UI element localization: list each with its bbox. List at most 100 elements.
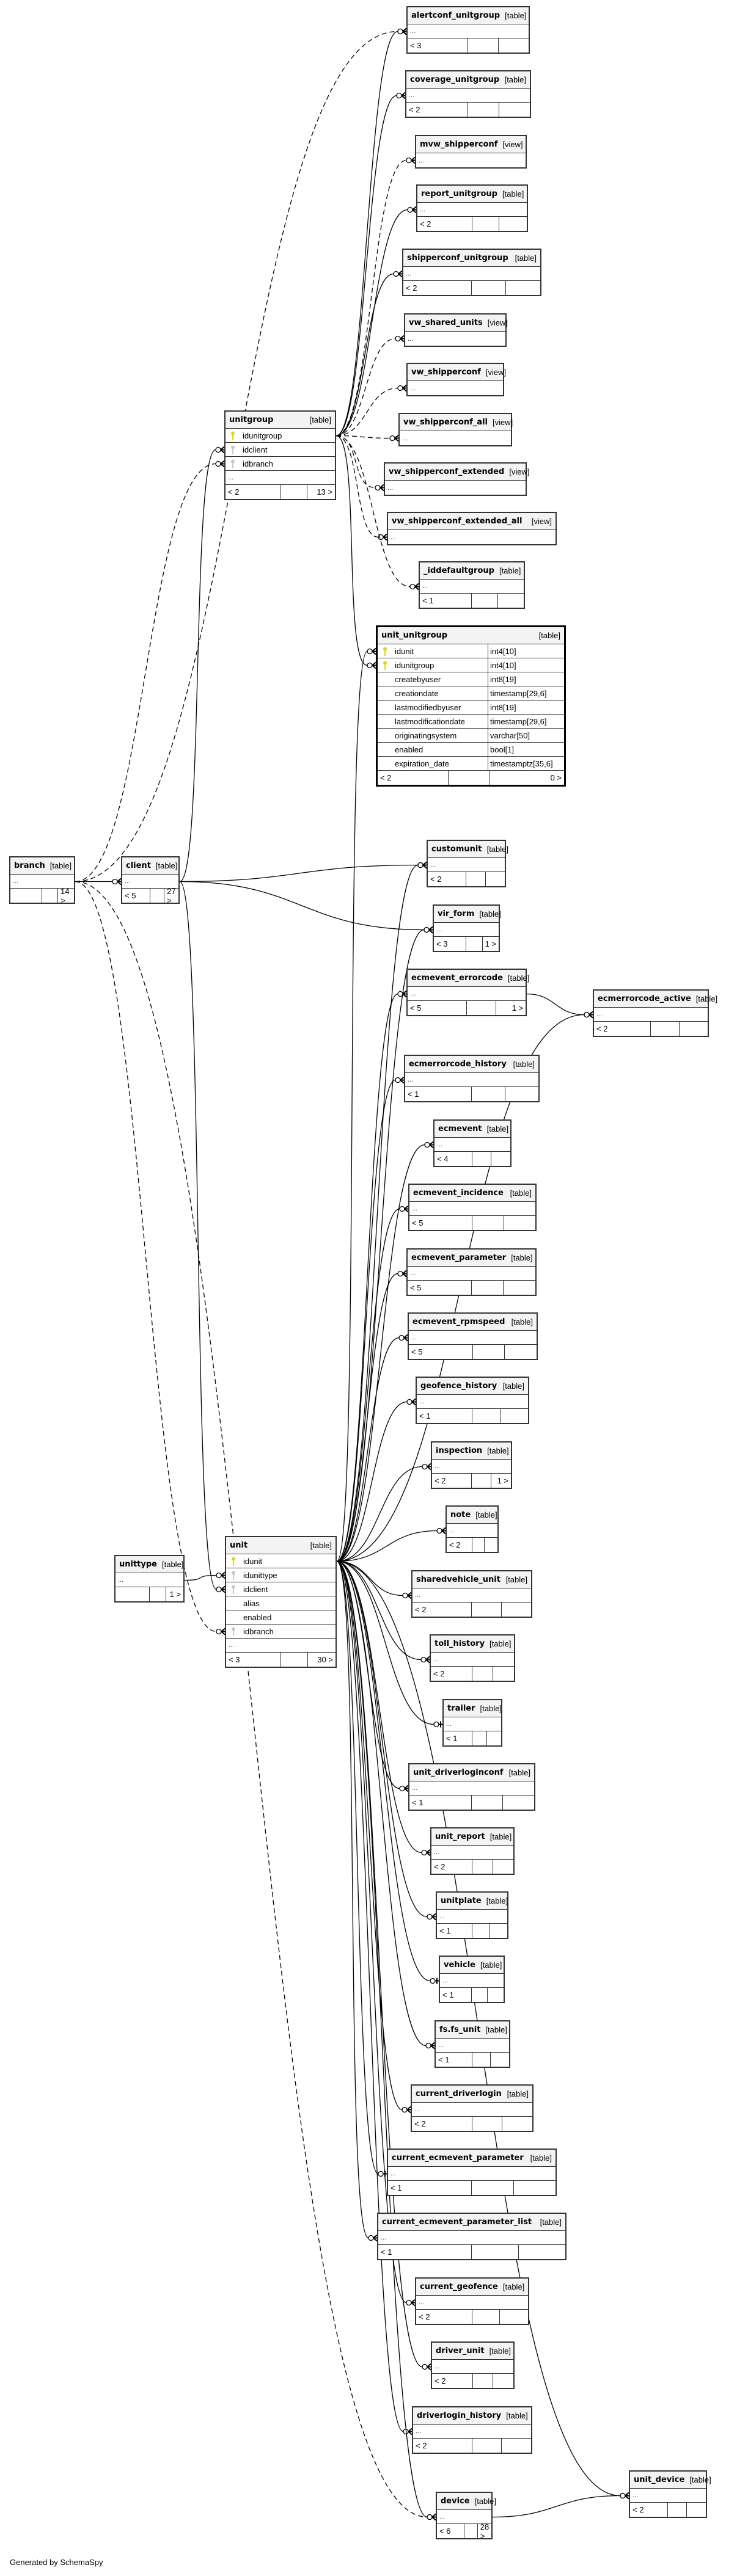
table-name[interactable]: report_unitgroup — [421, 189, 497, 198]
parents-count[interactable]: < 2 — [594, 1022, 651, 1036]
parents-count[interactable]: < 2 — [428, 872, 466, 886]
children-count[interactable]: 1 > — [497, 1476, 508, 1485]
table-header[interactable]: vehicle[table] — [440, 1957, 504, 1974]
table-ecmevent[interactable]: ecmevent[table]...< 4 — [433, 1119, 512, 1167]
children-count[interactable] — [680, 1022, 708, 1036]
children-count[interactable] — [514, 2181, 556, 2195]
table-current-ecmevent-parameter-list[interactable]: current_ecmevent_parameter_list[table]..… — [377, 2213, 566, 2260]
table-report-unitgroup[interactable]: report_unitgroup[table]...< 2 — [416, 184, 528, 232]
children-count[interactable] — [505, 1345, 537, 1359]
parents-count[interactable]: < 2 — [432, 1474, 472, 1488]
table-name[interactable]: vw_shipperconf — [411, 368, 481, 377]
table-header[interactable]: vw_shipperconf[view] — [408, 364, 506, 381]
table-unit-device[interactable]: unit_device[table]...< 2 — [629, 2470, 711, 2518]
table-header[interactable]: _iddefaultgroup[table] — [420, 562, 524, 580]
parents-count[interactable]: < 5 — [409, 1345, 473, 1359]
table-name[interactable]: note — [450, 1510, 471, 1519]
table-name[interactable]: ecmevent — [438, 1124, 482, 1133]
children-count[interactable] — [502, 2117, 532, 2131]
table-name[interactable]: client — [126, 861, 151, 870]
parents-count[interactable]: < 1 — [436, 2053, 472, 2067]
table-name[interactable]: geofence_history — [420, 1381, 497, 1391]
table-name[interactable]: ecmevent_rpmspeed — [413, 1317, 505, 1326]
children-count[interactable]: 27 > — [167, 886, 176, 905]
children-count[interactable]: 1 > — [169, 1590, 181, 1599]
table-header[interactable]: vir_form[table] — [434, 906, 501, 923]
parents-count[interactable]: < 2 — [417, 217, 472, 231]
parents-count[interactable]: < 6 — [437, 2524, 464, 2538]
table-header[interactable]: trailer[table] — [444, 1700, 502, 1717]
parents-count[interactable]: < 5 — [408, 1001, 467, 1015]
parents-count[interactable]: < 2 — [406, 103, 468, 117]
table-name[interactable]: current_geofence — [420, 2282, 498, 2291]
parents-count[interactable]: < 3 — [434, 937, 466, 951]
table-name[interactable]: unit_unitgroup — [381, 631, 448, 640]
table-name[interactable]: coverage_unitgroup — [410, 75, 500, 84]
parents-count[interactable]: < 1 — [437, 1924, 472, 1938]
table-name[interactable]: ecmerrorcode_active — [598, 994, 691, 1003]
column-row[interactable]: idunitgroup — [226, 429, 335, 443]
table-name[interactable]: unitgroup — [229, 415, 274, 424]
table-name[interactable]: shipperconf_unitgroup — [407, 253, 508, 263]
children-count[interactable]: 1 > — [512, 1003, 523, 1013]
table-name[interactable]: fs.fs_unit — [439, 2025, 481, 2034]
parents-count[interactable]: < 2 — [432, 2374, 473, 2388]
table-name[interactable]: ecmevent_incidence — [413, 1188, 504, 1198]
children-count[interactable] — [498, 594, 524, 608]
parents-count[interactable]: < 2 — [413, 2439, 472, 2453]
table-name[interactable]: vw_shipperconf_extended — [389, 467, 505, 476]
children-count[interactable] — [519, 2245, 566, 2259]
table-name[interactable]: vehicle — [444, 1960, 475, 1970]
children-count[interactable]: 1 > — [485, 939, 496, 948]
table-header[interactable]: current_ecmevent_parameter[table] — [388, 2150, 556, 2167]
table-toll-history[interactable]: toll_history[table]...< 2 — [430, 1634, 515, 1682]
table-header[interactable]: driver_unit[table] — [432, 2343, 513, 2360]
column-row[interactable]: idbranch — [226, 457, 335, 471]
parents-count[interactable]: < 2 — [226, 485, 280, 499]
table-header[interactable]: ecmevent[table] — [435, 1121, 510, 1138]
table-header[interactable]: client[table] — [122, 857, 178, 875]
table-header[interactable]: unit_driverloginconf[table] — [409, 1764, 534, 1781]
parents-count[interactable]: < 2 — [403, 281, 472, 295]
table-header[interactable]: mvw_shipperconf[view] — [416, 136, 526, 153]
table-header[interactable]: device[table] — [437, 2493, 496, 2510]
table-header[interactable]: ecmerrorcode_active[table] — [594, 991, 717, 1008]
table-header[interactable]: current_geofence[table] — [416, 2279, 528, 2296]
table-name[interactable]: mvw_shipperconf — [420, 140, 498, 149]
table-name[interactable]: alertconf_unitgroup — [411, 11, 501, 20]
table--iddefaultgroup[interactable]: _iddefaultgroup[table]...< 1 — [419, 561, 525, 609]
table-name[interactable]: vir_form — [438, 909, 475, 919]
table-name[interactable]: unit_report — [435, 1832, 485, 1841]
table-header[interactable]: vw_shipperconf_extended_all[view] — [388, 513, 556, 530]
table-header[interactable]: note[table] — [447, 1507, 497, 1524]
children-count[interactable] — [502, 2439, 531, 2453]
parents-count[interactable]: < 2 — [431, 1667, 472, 1681]
table-header[interactable]: alertconf_unitgroup[table] — [408, 7, 529, 24]
table-unit-driverloginconf[interactable]: unit_driverloginconf[table]...< 1 — [408, 1763, 535, 1811]
parents-count[interactable]: < 1 — [420, 594, 472, 608]
parents-count[interactable]: < 5 — [409, 1216, 472, 1230]
parents-count[interactable] — [116, 1587, 150, 1601]
children-count[interactable] — [505, 1087, 539, 1101]
table-name[interactable]: unit_driverloginconf — [413, 1768, 504, 1777]
table-name[interactable]: branch — [14, 861, 45, 870]
table-coverage-unitgroup[interactable]: coverage_unitgroup[table]...< 2 — [405, 70, 531, 118]
table-header[interactable]: sharedvehicle_unit[table] — [413, 1571, 531, 1588]
children-count[interactable] — [503, 1796, 534, 1810]
parents-count[interactable]: < 2 — [413, 1603, 472, 1617]
column-row[interactable]: idunittype — [226, 1568, 336, 1582]
table-fs-fs-unit[interactable]: fs.fs_unit[table]...< 1 — [435, 2020, 510, 2068]
table-name[interactable]: toll_history — [435, 1639, 485, 1648]
children-count[interactable] — [491, 2053, 509, 2067]
table-name[interactable]: current_ecmevent_parameter_list — [382, 2218, 532, 2227]
table-header[interactable]: ecmevent_errorcode[table] — [408, 970, 529, 987]
